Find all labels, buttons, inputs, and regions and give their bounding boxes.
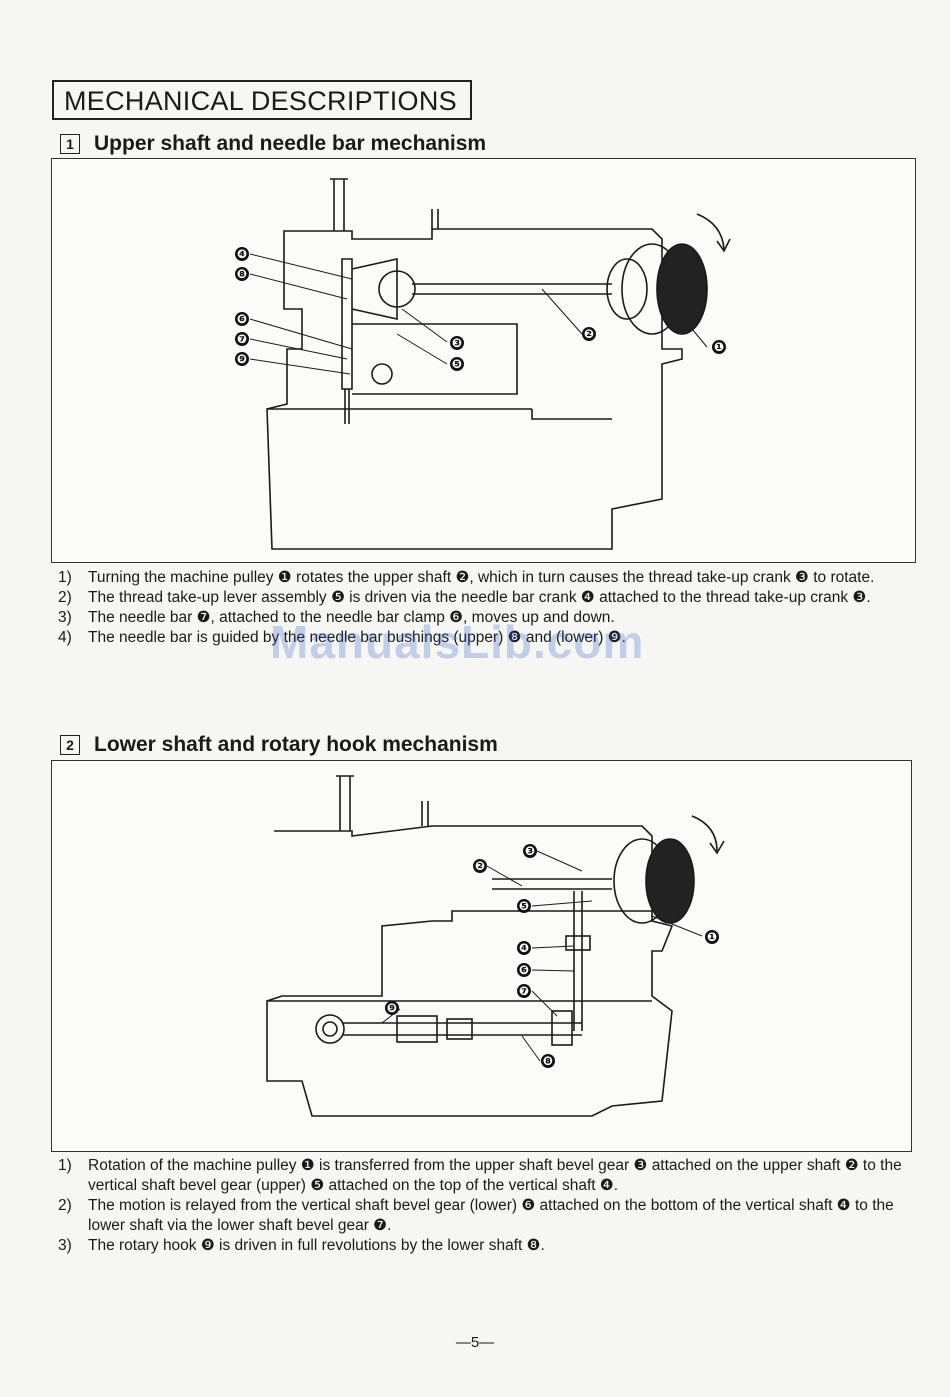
callout-s1-5: ❺ (452, 357, 462, 371)
callout-s1-1: ❶ (714, 340, 724, 354)
callout-s1-8: ❽ (237, 267, 247, 281)
callout-s2-8: ❽ (543, 1054, 553, 1068)
section1-title: Upper shaft and needle bar mechanism (94, 132, 487, 155)
list-item: 1)Turning the machine pulley ❶ rotates t… (58, 569, 875, 586)
callout-s1-7: ❼ (237, 332, 247, 346)
main-title: MECHANICAL DESCRIPTIONS (52, 80, 472, 120)
watermark: ManualsLib.com (270, 616, 645, 668)
section2-steps: 1)Rotation of the machine pulley ❶ is tr… (58, 1156, 908, 1256)
callout-s2-6: ❻ (519, 963, 529, 977)
callout-s1-2: ❷ (584, 327, 594, 341)
section2-heading: 2 Lower shaft and rotary hook mechanism (60, 733, 498, 757)
callout-s1-4: ❹ (237, 247, 247, 261)
list-item: 2)The motion is relayed from the vertica… (58, 1197, 894, 1234)
section1-heading: 1 Upper shaft and needle bar mechanism (60, 132, 486, 156)
callout-s1-6: ❻ (237, 312, 247, 326)
page-number: —5— (455, 1334, 495, 1351)
section1-number: 1 (60, 134, 80, 154)
callout-s1-9: ❾ (237, 352, 247, 366)
section1-figure: ❹ ❽ ❻ ❼ ❾ ❸ ❺ ❷ ❶ (51, 158, 916, 563)
list-item: 3)The rotary hook ❾ is driven in full re… (58, 1237, 545, 1254)
list-item: 4)The needle bar is guided by the needle… (58, 629, 626, 646)
callout-s2-3: ❸ (525, 844, 535, 858)
callout-s2-2: ❷ (475, 859, 485, 873)
callout-s2-5: ❺ (519, 899, 529, 913)
list-item: 2)The thread take-up lever assembly ❺ is… (58, 589, 871, 606)
callout-s2-7: ❼ (519, 984, 529, 998)
callout-s2-1: ❶ (707, 930, 717, 944)
section2-figure: ❸ ❷ ❺ ❶ ❹ ❻ ❼ ❾ ❽ (51, 760, 912, 1152)
section1-steps: 1)Turning the machine pulley ❶ rotates t… (58, 568, 908, 648)
callout-s1-3: ❸ (452, 336, 462, 350)
lower-shaft-diagram: ❸ ❷ ❺ ❶ ❹ ❻ ❼ ❾ ❽ (266, 775, 725, 1117)
callout-s2-4: ❹ (519, 941, 529, 955)
list-item: 1)Rotation of the machine pulley ❶ is tr… (58, 1157, 902, 1194)
callout-s2-9: ❾ (387, 1001, 397, 1015)
section2-title: Lower shaft and rotary hook mechanism (94, 733, 498, 756)
upper-shaft-diagram: ❹ ❽ ❻ ❼ ❾ ❸ ❺ ❷ ❶ (235, 178, 731, 550)
list-item: 3)The needle bar ❼, attached to the need… (58, 609, 615, 626)
section2-number: 2 (60, 735, 80, 755)
